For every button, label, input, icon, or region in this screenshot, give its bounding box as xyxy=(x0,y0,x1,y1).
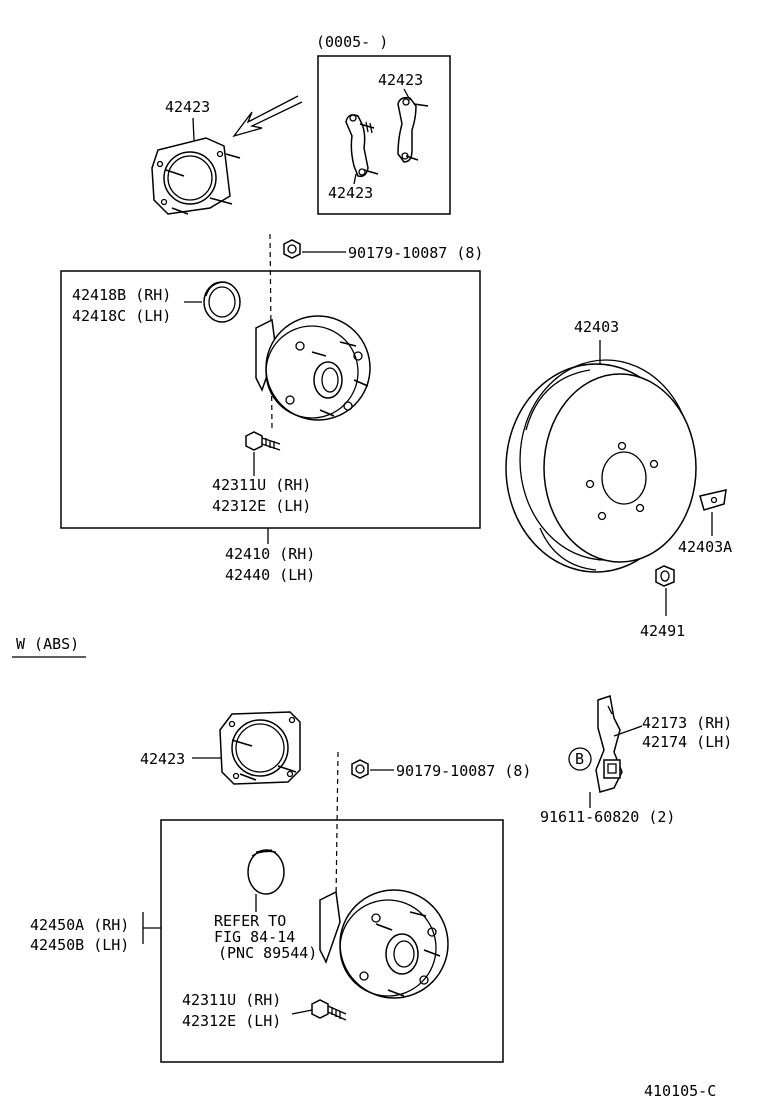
callout-clip: 91611-60820 (2) xyxy=(540,808,675,826)
speed-sensor xyxy=(595,695,623,793)
callout-oil-seal-rh: 42418B (RH) xyxy=(72,286,171,304)
pointer-arrow xyxy=(232,95,303,138)
serial-range-label: (0005- ) xyxy=(316,33,388,51)
callout-bracket-lower: 42423 xyxy=(140,750,185,768)
hub-bolt-upper xyxy=(245,431,281,451)
refer-line-2: FIG 84-14 xyxy=(214,928,295,946)
callout-sensor-rh: 42173 (RH) xyxy=(642,714,732,732)
callout-circle-ref: B xyxy=(575,750,584,768)
axle-hub-upper xyxy=(255,315,371,421)
section-heading-abs: W (ABS) xyxy=(16,635,79,653)
callout-oil-seal-lh: 42418C (LH) xyxy=(72,307,171,325)
nut-upper xyxy=(283,239,301,259)
drum-hole-plug xyxy=(699,489,727,511)
callout-hub-assy-rh: 42410 (RH) xyxy=(225,545,315,563)
nut-lower xyxy=(351,759,369,779)
refer-line-3: (PNC 89544) xyxy=(218,944,317,962)
inset-link-bracket-left xyxy=(345,114,379,178)
refer-line-1: REFER TO xyxy=(214,912,286,930)
assembly-line-lower xyxy=(335,751,339,901)
callout-hub-bolt-lower-rh: 42311U (RH) xyxy=(182,991,281,1009)
callout-hub-abs-rh: 42450A (RH) xyxy=(30,916,129,934)
callout-hub-bolt-upper-rh: 42311U (RH) xyxy=(212,476,311,494)
callout-bracket-top-left: 42423 xyxy=(165,98,210,116)
inset-link-bracket-right xyxy=(397,96,429,163)
callout-bracket-inset-top: 42423 xyxy=(378,71,423,89)
callout-nut-lower: 90179-10087 (8) xyxy=(396,762,531,780)
hub-assembly-box-lower xyxy=(160,819,504,1063)
drum-nut xyxy=(655,565,675,587)
oil-seal xyxy=(203,281,241,323)
callout-hub-bolt-lower-lh: 42312E (LH) xyxy=(182,1012,281,1030)
circle-ref-marker xyxy=(568,747,592,771)
inset-box xyxy=(317,55,451,215)
callout-drum: 42403 xyxy=(574,318,619,336)
hub-assembly-box-upper xyxy=(60,270,481,529)
callout-sensor-lh: 42174 (LH) xyxy=(642,733,732,751)
callout-bracket-inset-bottom: 42423 xyxy=(328,184,373,202)
backing-plate-bracket-lower xyxy=(219,711,301,785)
hub-bolt-lower xyxy=(311,999,347,1021)
callout-hub-assy-lh: 42440 (LH) xyxy=(225,566,315,584)
callout-drum-plug: 42403A xyxy=(678,538,732,556)
callout-hub-bolt-upper-lh: 42312E (LH) xyxy=(212,497,311,515)
figure-code: 410105-C xyxy=(644,1082,716,1100)
backing-plate-bracket-upper xyxy=(151,137,241,215)
axle-hub-lower xyxy=(319,889,449,999)
callout-hub-abs-lh: 42450B (LH) xyxy=(30,936,129,954)
callout-nut-upper: 90179-10087 (8) xyxy=(348,244,483,262)
sensor-rotor-cap xyxy=(247,849,285,895)
callout-drum-nut: 42491 xyxy=(640,622,685,640)
brake-drum xyxy=(505,359,697,573)
